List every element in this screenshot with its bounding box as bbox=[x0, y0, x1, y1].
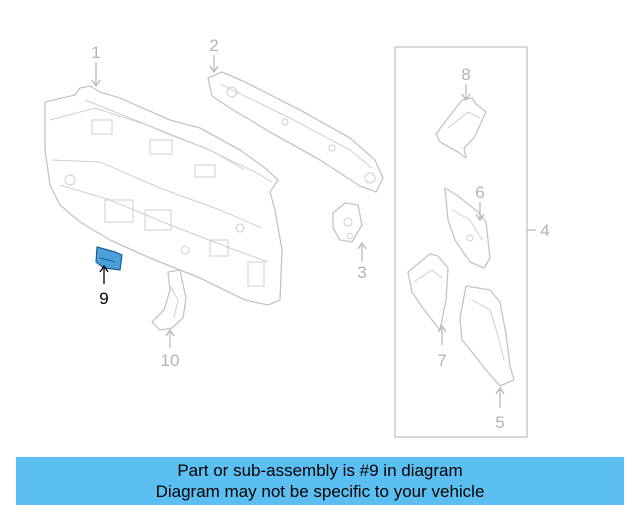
callout-1[interactable]: 1 bbox=[91, 43, 100, 62]
arrow-9 bbox=[99, 264, 109, 273]
callout-8[interactable]: 8 bbox=[461, 65, 470, 84]
part-3-bracket[interactable] bbox=[332, 202, 363, 243]
part-8-bracket[interactable] bbox=[435, 97, 487, 159]
arrow-7 bbox=[437, 324, 447, 333]
part-2-cross-member[interactable] bbox=[207, 71, 384, 193]
arrow-8 bbox=[461, 93, 471, 102]
banner-line-2: Diagram may not be specific to your vehi… bbox=[155, 482, 485, 501]
arrow-1 bbox=[91, 79, 101, 88]
part-4-group-box bbox=[394, 46, 528, 438]
banner-line-1: Part or sub-assembly is #9 in diagram bbox=[177, 461, 463, 480]
callout-3[interactable]: 3 bbox=[357, 263, 366, 282]
arrow-5 bbox=[495, 386, 505, 395]
arrow-10 bbox=[165, 328, 175, 337]
info-banner: Part or sub-assembly is #9 in diagram Di… bbox=[16, 457, 624, 505]
arrow-3 bbox=[357, 241, 367, 250]
part-5-pillar[interactable] bbox=[459, 285, 515, 387]
callout-4[interactable]: 4 bbox=[540, 221, 549, 240]
part-6-reinforcement[interactable] bbox=[444, 187, 491, 269]
callout-10[interactable]: 10 bbox=[161, 351, 180, 370]
part-7-bracket[interactable] bbox=[407, 253, 449, 331]
callout-2[interactable]: 2 bbox=[209, 36, 218, 55]
part-9-clip-highlighted[interactable] bbox=[95, 246, 123, 271]
part-1-rear-panel[interactable] bbox=[44, 85, 283, 306]
callout-7[interactable]: 7 bbox=[437, 351, 446, 370]
callout-6[interactable]: 6 bbox=[475, 183, 484, 202]
arrow-6 bbox=[475, 213, 485, 222]
callout-9[interactable]: 9 bbox=[99, 289, 108, 308]
arrow-2 bbox=[209, 65, 219, 74]
callout-5[interactable]: 5 bbox=[495, 413, 504, 432]
part-10-brace[interactable] bbox=[151, 269, 187, 331]
parts-diagram: 1 2 3 4 5 6 7 8 9 10 bbox=[44, 36, 550, 438]
